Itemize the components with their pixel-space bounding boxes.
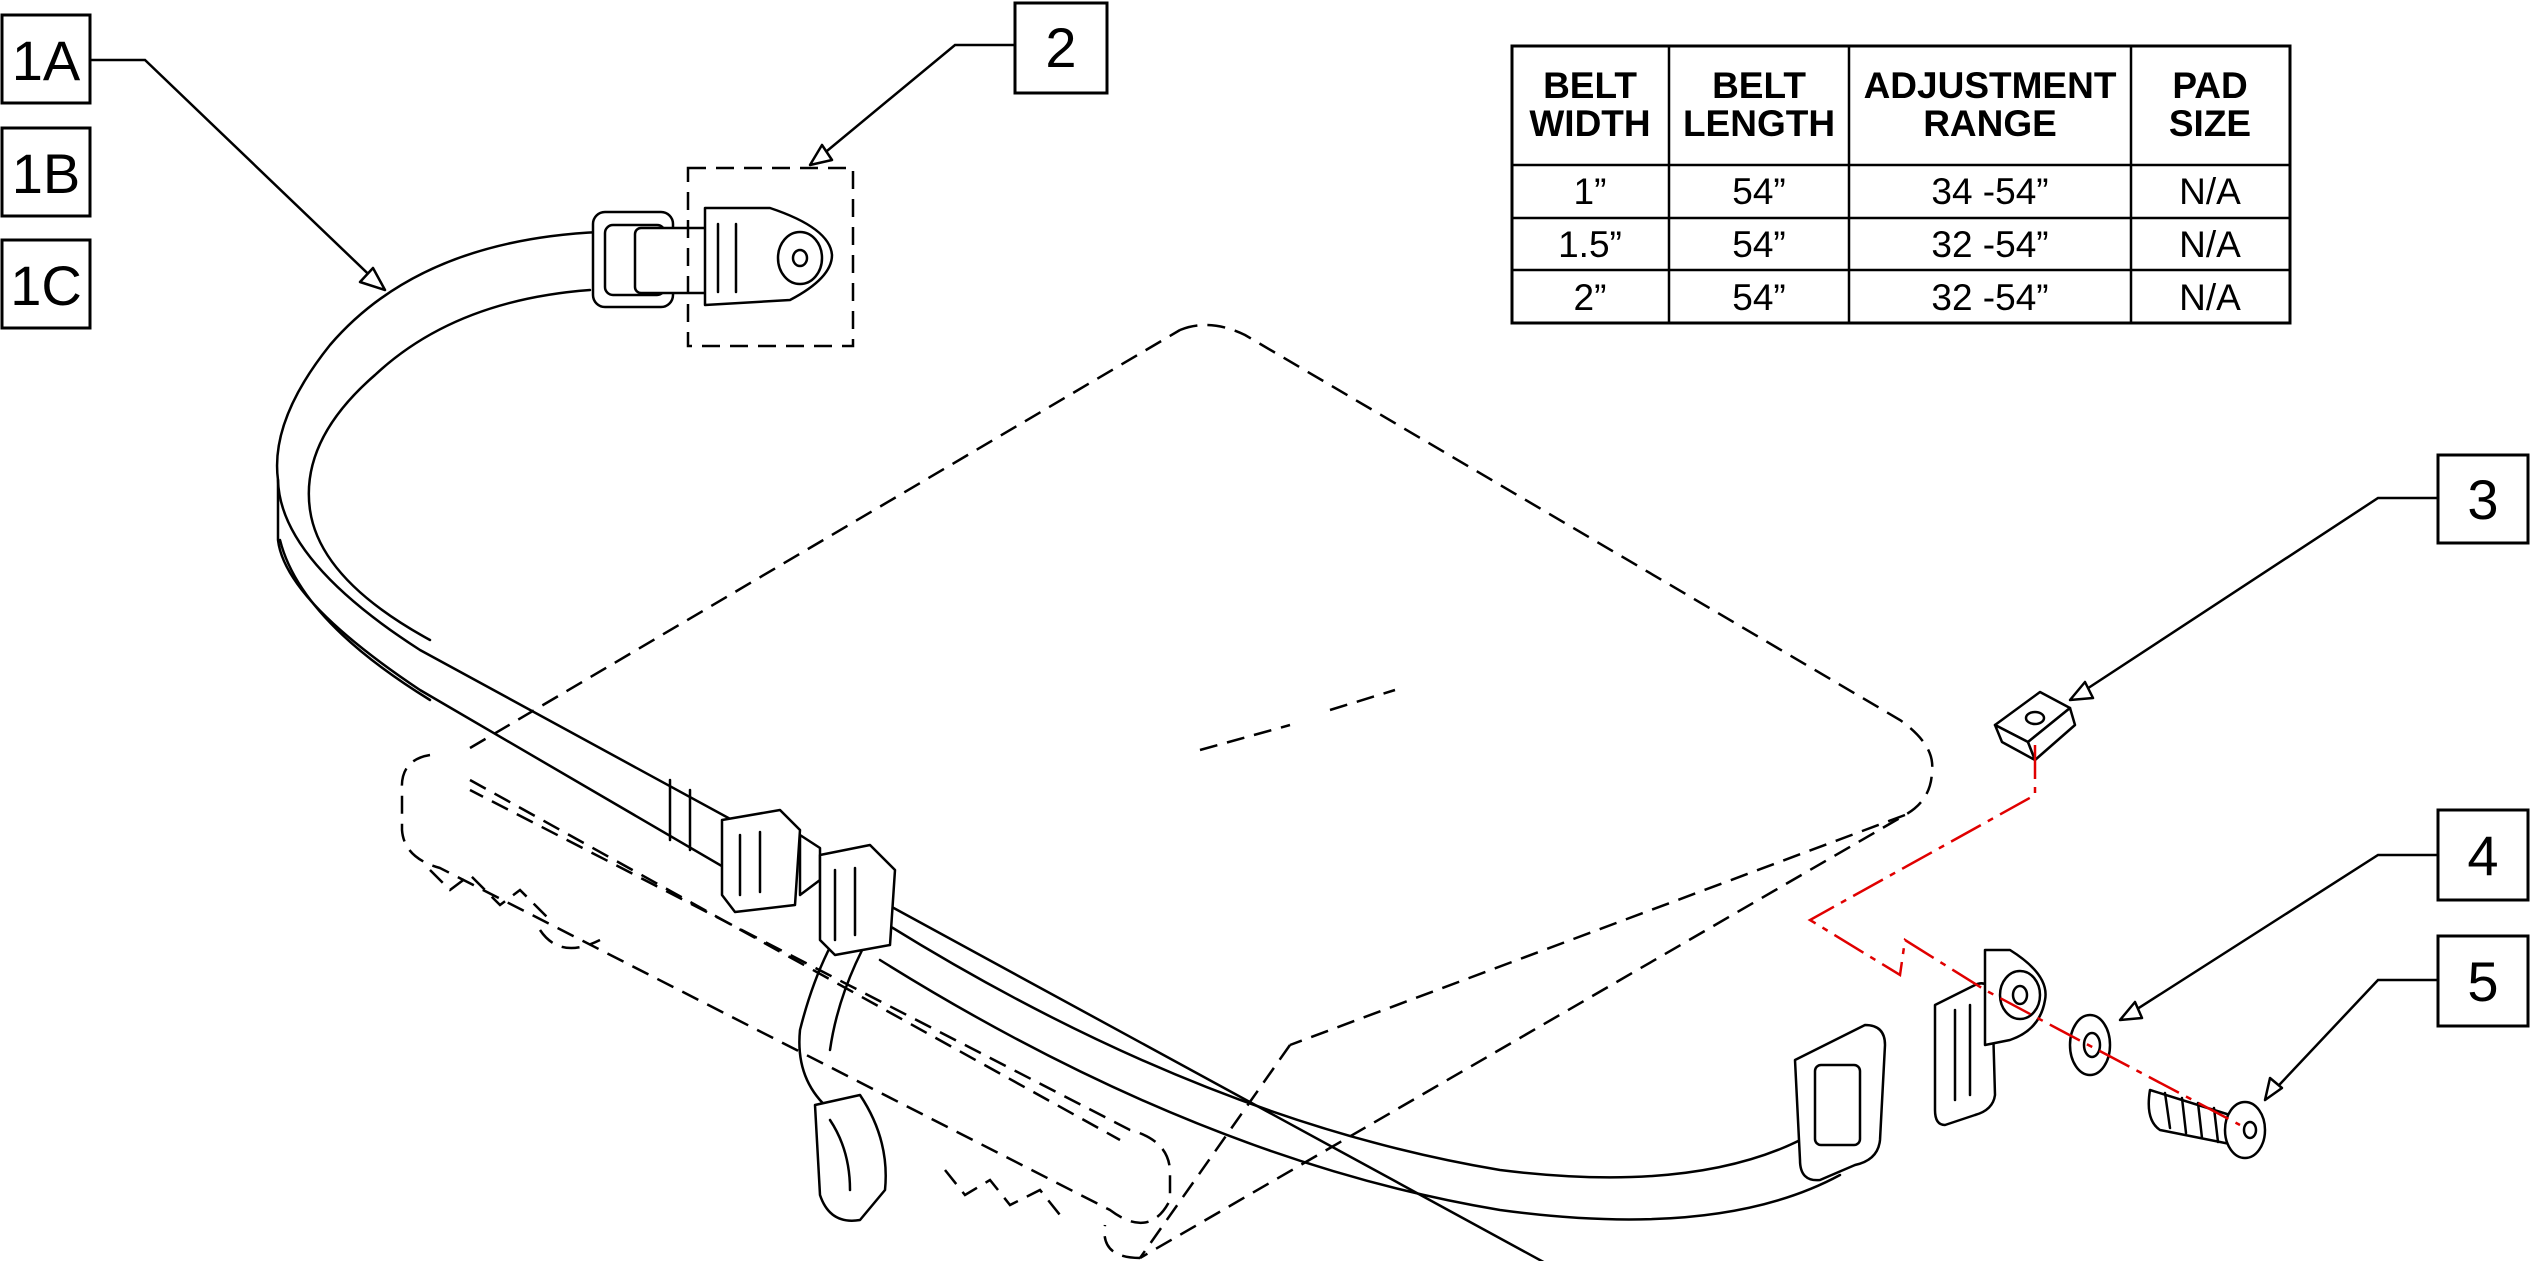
leader-lines [90, 43, 2438, 1102]
header-belt-length-line1: BELT [1712, 65, 1806, 106]
svg-text:2”: 2” [1574, 277, 1607, 318]
callout-5: 5 [2436, 934, 2530, 1028]
belt-strap [275, 230, 1842, 1261]
header-pad-size-line2: SIZE [2169, 103, 2251, 144]
svg-text:1”: 1” [1574, 171, 1607, 212]
t-nut [1993, 690, 2077, 762]
center-buckle [720, 808, 897, 1222]
callout-4: 4 [2436, 808, 2530, 902]
svg-text:32 -54”: 32 -54” [1931, 224, 2048, 265]
table-row: 1” 54” 34 -54” N/A [1574, 171, 2242, 212]
svg-text:N/A: N/A [2179, 224, 2241, 265]
header-belt-length-line2: LENGTH [1683, 103, 1835, 144]
right-adjuster [1793, 948, 2047, 1182]
svg-text:4: 4 [2467, 824, 2498, 887]
callout-2: 2 [1013, 1, 1109, 95]
header-adjustment-range-line1: ADJUSTMENT [1864, 65, 2117, 106]
svg-text:N/A: N/A [2179, 171, 2241, 212]
svg-text:1.5”: 1.5” [1558, 224, 1622, 265]
svg-text:1B: 1B [12, 142, 81, 205]
svg-text:32 -54”: 32 -54” [1931, 277, 2048, 318]
svg-text:2: 2 [1045, 16, 1076, 79]
header-adjustment-range-line2: RANGE [1923, 103, 2057, 144]
svg-text:N/A: N/A [2179, 277, 2241, 318]
svg-text:54”: 54” [1732, 171, 1785, 212]
header-belt-width-line1: BELT [1543, 65, 1637, 106]
table-row: 2” 54” 32 -54” N/A [1574, 277, 2242, 318]
callout-3: 3 [2436, 453, 2530, 545]
svg-text:5: 5 [2467, 950, 2498, 1013]
header-pad-size-line1: PAD [2172, 65, 2247, 106]
screw [2147, 1088, 2267, 1160]
spec-table: BELT WIDTH BELT LENGTH ADJUSTMENT RANGE … [1510, 44, 2292, 325]
seat-cushion-phantom [400, 323, 1934, 1260]
svg-text:34 -54”: 34 -54” [1931, 171, 2048, 212]
upper-buckle-assembly [591, 166, 855, 348]
svg-text:54”: 54” [1732, 224, 1785, 265]
svg-text:1C: 1C [10, 254, 82, 317]
header-belt-width-line2: WIDTH [1529, 103, 1650, 144]
callout-1a: 1A [0, 13, 92, 105]
callout-1b: 1B [0, 126, 92, 218]
table-header-row: BELT WIDTH BELT LENGTH ADJUSTMENT RANGE … [1529, 65, 2251, 144]
svg-text:1A: 1A [12, 29, 81, 92]
callout-1c: 1C [0, 238, 92, 330]
svg-text:54”: 54” [1732, 277, 1785, 318]
svg-text:3: 3 [2467, 468, 2498, 531]
table-row: 1.5” 54” 32 -54” N/A [1558, 224, 2241, 265]
